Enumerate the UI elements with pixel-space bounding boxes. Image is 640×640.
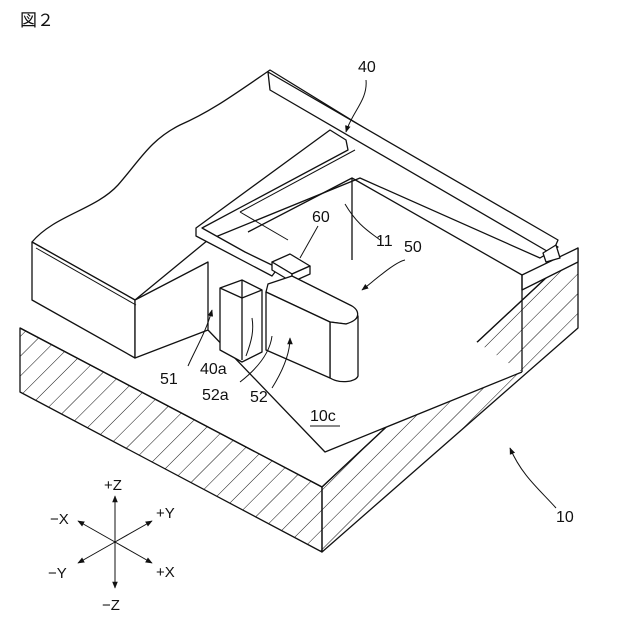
cantilever-50-tip bbox=[330, 316, 358, 382]
label-60: 60 bbox=[312, 209, 330, 226]
label-40: 40 bbox=[358, 59, 376, 76]
axis-plus-z: +Z bbox=[104, 477, 122, 494]
label-10c: 10c bbox=[310, 408, 336, 425]
label-40a: 40a bbox=[200, 361, 227, 378]
axis-minus-z: −Z bbox=[102, 597, 120, 614]
axis-minus-y: −Y bbox=[48, 565, 67, 582]
label-52a: 52a bbox=[202, 387, 229, 404]
label-52: 52 bbox=[250, 389, 268, 406]
label-11: 11 bbox=[376, 233, 393, 250]
axis-legend: +Z −Z −X +X +Y −Y bbox=[48, 477, 175, 614]
label-51: 51 bbox=[160, 371, 178, 388]
axis-plus-x: +X bbox=[156, 564, 175, 581]
axis-plus-y: +Y bbox=[156, 505, 175, 522]
label-10: 10 bbox=[556, 509, 574, 526]
label-50: 50 bbox=[404, 239, 422, 256]
axis-minus-x: −X bbox=[50, 511, 69, 528]
